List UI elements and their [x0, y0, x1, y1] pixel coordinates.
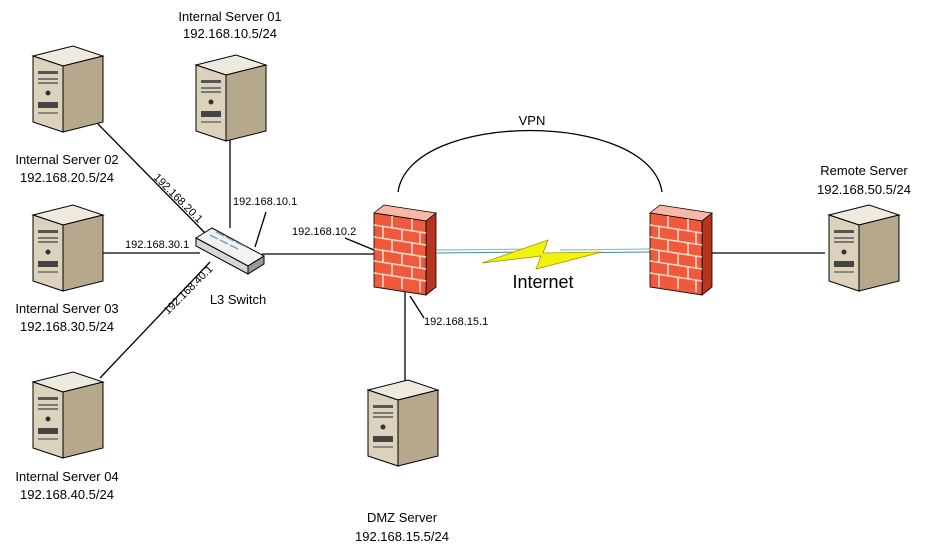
l3-switch[interactable]	[195, 227, 265, 275]
server03-ip: 192.168.30.5/24	[20, 319, 114, 334]
ip-label-10-1: 192.168.10.1	[233, 196, 297, 208]
server01-ip: 192.168.10.5/24	[183, 26, 277, 41]
dmz-server-name: DMZ Server	[367, 510, 438, 525]
server02-name: Internal Server 02	[15, 152, 118, 167]
lightning-icon	[481, 239, 603, 270]
server-icon-01[interactable]	[195, 54, 267, 142]
server03-name: Internal Server 03	[15, 301, 118, 316]
server-icon-03[interactable]	[32, 204, 104, 292]
ip-pointer-10-1	[254, 211, 267, 248]
remote-server-ip: 192.168.50.5/24	[817, 182, 911, 197]
firewall-icon-local[interactable]	[373, 204, 437, 296]
remote-server-name: Remote Server	[820, 163, 908, 178]
switch-name: L3 Switch	[210, 292, 266, 307]
ip-label-40-1: 192.168.40.1	[162, 263, 216, 317]
server-icon-02[interactable]	[32, 45, 104, 133]
ip-label-15-1: 192.168.15.1	[424, 316, 488, 328]
server01-name: Internal Server 01	[178, 9, 281, 24]
link-switch-server04	[99, 261, 211, 379]
ip-pointer-10-2	[344, 237, 375, 251]
server-icon-dmz[interactable]	[367, 379, 439, 467]
server04-ip: 192.168.40.5/24	[20, 487, 114, 502]
server-icon-04[interactable]	[32, 371, 104, 459]
ip-pointer-15-1	[409, 295, 425, 319]
vpn-label: VPN	[519, 113, 546, 128]
server02-ip: 192.168.20.5/24	[20, 170, 114, 185]
ip-label-10-2: 192.168.10.2	[292, 226, 356, 238]
vpn-tunnel-arc	[397, 129, 663, 193]
ip-label-30-1: 192.168.30.1	[125, 239, 189, 251]
ip-label-20-1: 192.168.20.1	[151, 172, 205, 226]
internet-link	[436, 239, 653, 270]
connections	[97, 123, 825, 382]
dmz-server-ip: 192.168.15.5/24	[355, 529, 449, 544]
server-icon-remote[interactable]	[828, 204, 900, 292]
internet-label: Internet	[512, 272, 573, 292]
firewall-icon-remote[interactable]	[649, 204, 713, 296]
link-switch-server02	[97, 123, 209, 237]
server04-name: Internal Server 04	[15, 469, 118, 484]
